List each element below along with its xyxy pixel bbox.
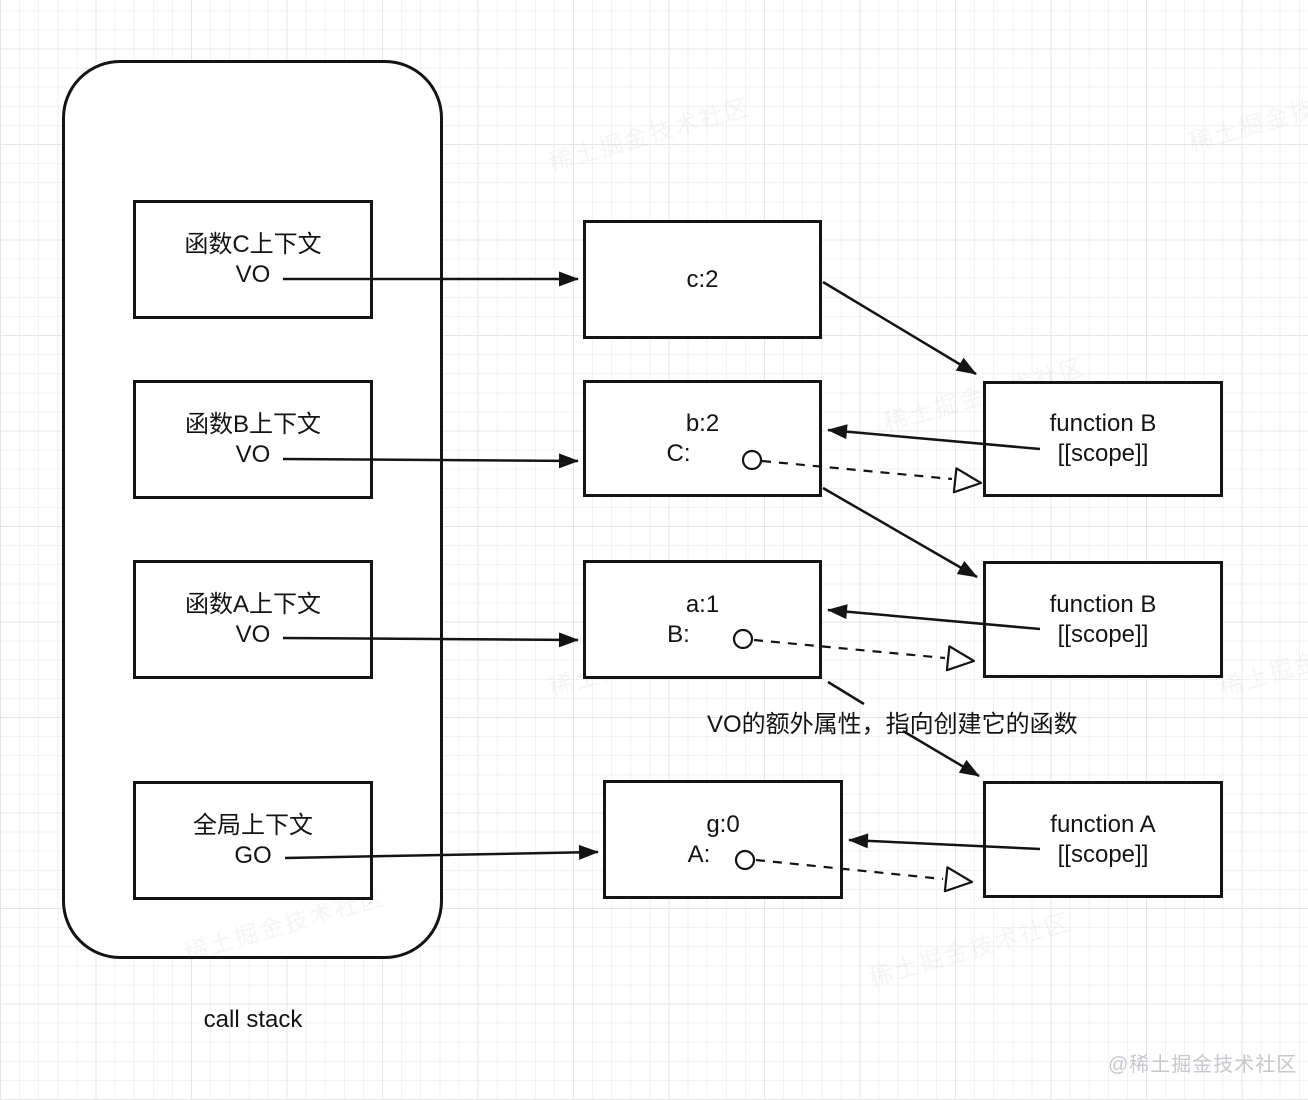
frame-box-function-b: 函数B上下文 VO [133, 380, 373, 499]
frame-subtitle: GO [234, 841, 272, 869]
frame-box-function-c: 函数C上下文 VO [133, 200, 373, 319]
background-watermark: 稀土掘金技术社区 [1216, 618, 1308, 703]
hollow-arrowhead-icon [943, 866, 974, 893]
function-scope: [[scope]] [1057, 840, 1149, 868]
frame-subtitle: VO [235, 620, 271, 648]
vo-value: a:1 [685, 590, 720, 618]
frame-title: 函数B上下文 [184, 410, 321, 438]
arrow-vo-c-to-function-b-top [822, 280, 977, 376]
call-stack-label: call stack [203, 1006, 303, 1033]
vo-box-a: a:1 B: [583, 560, 822, 679]
function-scope: [[scope]] [1057, 620, 1149, 648]
vo-ref-label: C: [666, 439, 691, 467]
vo-value: g:0 [706, 810, 740, 838]
vo-box-b: b:2 C: [583, 380, 822, 497]
corner-watermark: @稀土掘金技术社区 [1108, 1054, 1298, 1076]
function-box-a: function A [[scope]] [983, 781, 1223, 898]
vo-value: c:2 [686, 265, 719, 293]
annotation-text: VO的额外属性，指向创建它的函数 [707, 711, 1078, 738]
function-name: function A [1050, 810, 1156, 838]
function-box-b-top: function B [[scope]] [983, 381, 1223, 497]
frame-subtitle: VO [235, 440, 271, 468]
frame-title: 函数A上下文 [184, 590, 321, 618]
background-watermark: 稀土掘金技术社区 [866, 908, 1074, 993]
function-scope: [[scope]] [1057, 440, 1149, 467]
frame-title: 全局上下文 [193, 811, 313, 839]
frame-box-global: 全局上下文 GO [133, 781, 373, 900]
frame-subtitle: VO [235, 260, 271, 288]
annotation-leader-line [827, 680, 865, 706]
frame-box-function-a: 函数A上下文 VO [133, 560, 373, 679]
vo-box-c: c:2 [583, 220, 822, 339]
frame-title: 函数C上下文 [184, 230, 322, 258]
background-watermark: 稀土掘金技术社区 [546, 93, 754, 178]
vo-value: b:2 [685, 409, 720, 437]
function-box-b-mid: function B [[scope]] [983, 561, 1223, 678]
vo-box-global: g:0 A: [603, 780, 843, 899]
vo-ref-label: A: [687, 840, 711, 868]
hollow-arrowhead-icon [952, 467, 983, 494]
arrow-vo-b-to-function-b-mid [822, 486, 978, 579]
function-name: function B [1049, 410, 1157, 437]
background-watermark: 稀土掘金技术社区 [1186, 73, 1308, 158]
function-name: function B [1049, 590, 1157, 618]
hollow-arrowhead-icon [945, 645, 976, 672]
vo-ref-label: B: [667, 620, 690, 648]
